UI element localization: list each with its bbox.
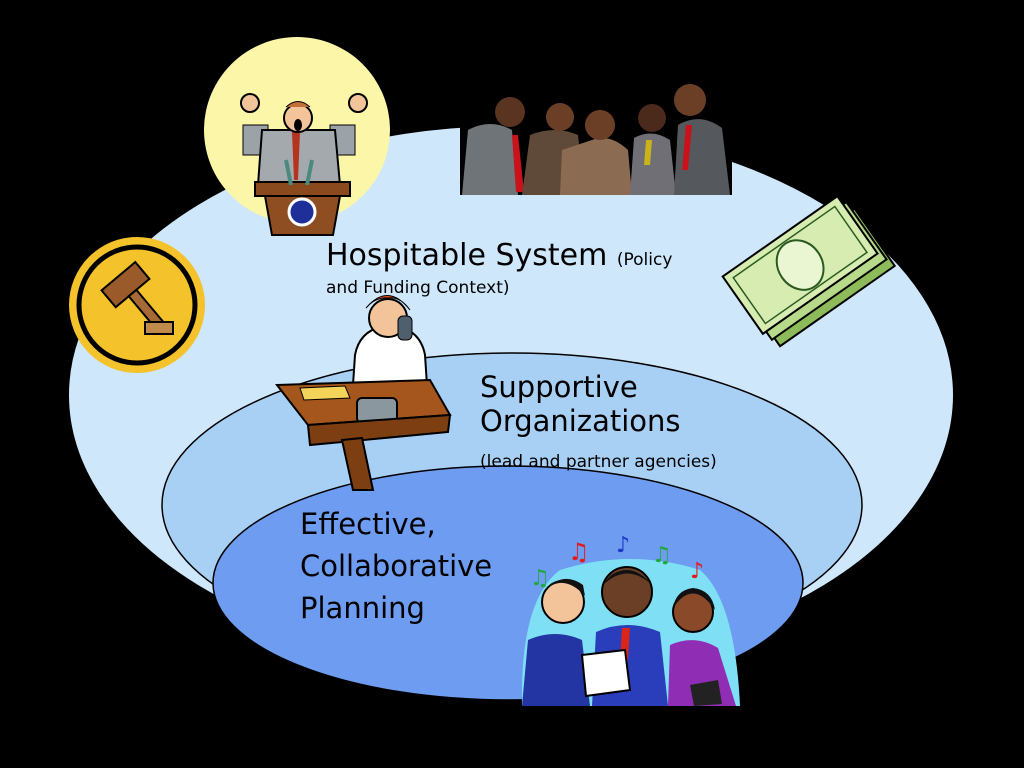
- inner-ring-title: Effective, Collaborative Planning: [300, 503, 492, 629]
- svg-text:♪: ♪: [690, 559, 704, 584]
- outer-ring-subtitle-part1: (Policy: [616, 250, 673, 270]
- svg-text:♫: ♫: [530, 566, 550, 591]
- middle-ring-title: Supportive Organizations: [480, 370, 681, 438]
- middle-ring-title-line2: Organizations: [480, 404, 681, 438]
- money-stack-icon: [721, 194, 897, 348]
- middle-ring-title-line1: Supportive: [480, 370, 638, 404]
- svg-text:♪: ♪: [616, 533, 630, 558]
- man-on-phone-at-desk-icon: [275, 295, 452, 491]
- middle-ring-subtitle: (lead and partner agencies): [480, 452, 717, 472]
- svg-text:♫: ♫: [652, 543, 672, 568]
- speaker-at-podium-icon: [204, 37, 390, 236]
- svg-text:♫: ♫: [568, 538, 590, 566]
- outer-ring-label: Hospitable System (Policy: [326, 238, 672, 273]
- outer-ring-title: Hospitable System: [326, 238, 608, 273]
- inner-ring-title-line1: Effective,: [300, 507, 436, 541]
- gavel-icon: [69, 237, 205, 373]
- inner-ring-title-line3: Planning: [300, 591, 425, 625]
- singing-group-icon: ♫ ♪ ♫ ♫ ♪: [521, 533, 740, 706]
- outer-ring-subtitle-part2: and Funding Context): [326, 278, 510, 298]
- inner-ring-title-line2: Collaborative: [300, 549, 493, 583]
- businessmen-group-icon: [460, 84, 732, 195]
